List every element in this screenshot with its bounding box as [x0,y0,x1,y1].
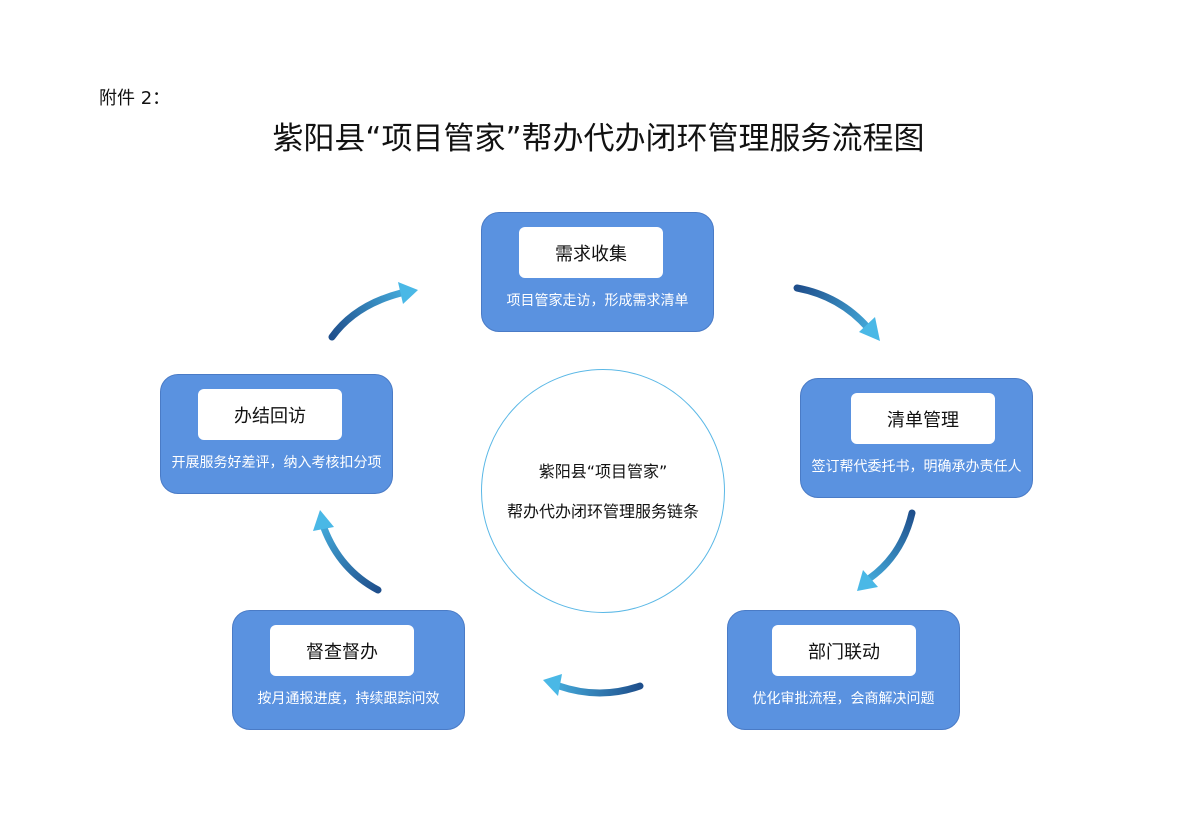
step-desc: 优化审批流程，会商解决问题 [752,691,935,707]
step-desc: 项目管家走访，形成需求清单 [506,293,689,309]
step-label: 部门联动 [772,625,916,676]
center-line-1: 紫阳县“项目管家” [538,462,668,481]
arrow-supervise-to-revisit [313,510,382,594]
step-desc: 签订帮代委托书，明确承办责任人 [811,459,1022,475]
step-label: 清单管理 [851,393,995,444]
attachment-label: 附件 2： [99,88,171,109]
step-list-management: 清单管理 签订帮代委托书，明确承办责任人 [800,378,1033,498]
step-label: 督查督办 [270,625,414,676]
step-demand-collection: 需求收集 项目管家走访，形成需求清单 [481,212,714,332]
step-supervision: 督查督办 按月通报进度，持续跟踪问效 [232,610,465,730]
arrow-return-to-collect [328,282,418,341]
arrow-list-to-linkage [857,509,916,591]
step-department-linkage: 部门联动 优化审批流程，会商解决问题 [727,610,960,730]
page-title: 紫阳县“项目管家”帮办代办闭环管理服务流程图 [272,121,925,157]
center-circle: 紫阳县“项目管家” 帮办代办闭环管理服务链条 [481,369,725,613]
center-line-2: 帮办代办闭环管理服务链条 [506,502,699,521]
arrow-linkage-to-supervise [543,674,644,697]
step-label: 办结回访 [198,389,342,440]
step-label: 需求收集 [519,227,663,278]
step-desc: 按月通报进度，持续跟踪问效 [257,691,440,707]
arrow-collect-to-list [793,284,880,341]
step-desc: 开展服务好差评，纳入考核扣分项 [171,455,382,471]
step-completion-revisit: 办结回访 开展服务好差评，纳入考核扣分项 [160,374,393,494]
